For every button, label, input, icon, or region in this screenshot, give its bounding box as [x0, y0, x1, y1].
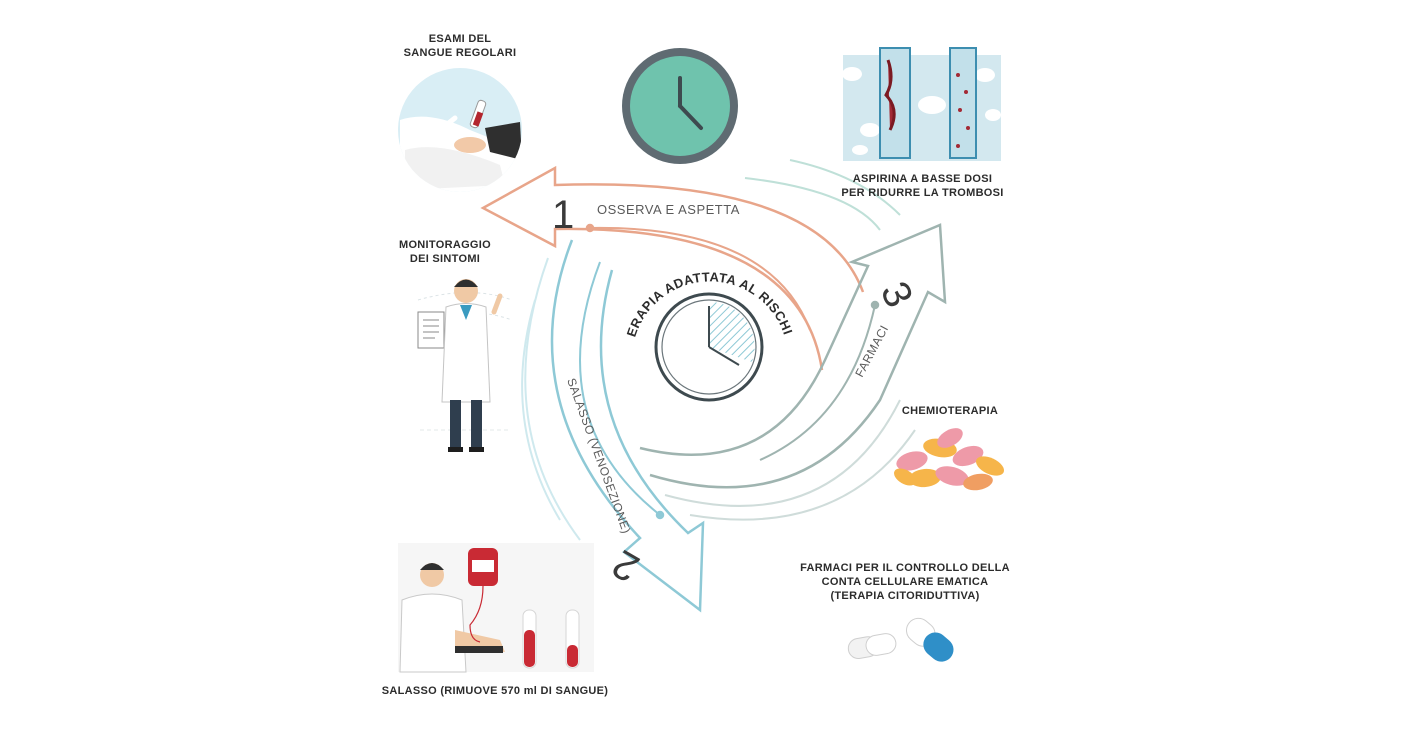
teal-trail	[744, 159, 901, 231]
drugs-arrow	[639, 223, 947, 489]
pills-icon	[894, 428, 1005, 491]
observe-arrow	[480, 165, 865, 371]
step-3-number: 3	[872, 275, 921, 314]
clock-icon	[622, 48, 738, 164]
step-3-label: FARMACI	[852, 323, 891, 380]
blood-test-icon	[398, 68, 522, 192]
vessel-icon	[842, 47, 1001, 161]
step-1-label: OSSERVA E ASPETTA	[597, 202, 740, 217]
symptom-monitoring-label: MONITORAGGIO DEI SINTOMI	[398, 239, 491, 265]
aspirin-label: ASPIRINA A BASSE DOSI PER RIDURRE LA TRO…	[841, 173, 1004, 199]
blood-tests-label: ESAMI DEL SANGUE REGOLARI	[403, 33, 517, 59]
center-clock-icon	[654, 292, 764, 402]
phlebotomy-label: SALASSO (RIMUOVE 570 ml DI SANGUE)	[381, 685, 609, 697]
chemotherapy-label: CHEMIOTERAPIA	[901, 405, 999, 417]
step-2-label: SALASSO (VENOSEZIONE)	[564, 376, 633, 535]
phlebotomy-arrow	[550, 239, 705, 613]
capsules-icon	[847, 617, 954, 662]
step-1-number: 1	[552, 193, 574, 237]
cytoreductive-label: FARMACI PER IL CONTROLLO DELLA CONTA CEL…	[800, 562, 1010, 602]
doctor-icon	[417, 279, 513, 452]
blood-bag-icon	[398, 543, 594, 673]
